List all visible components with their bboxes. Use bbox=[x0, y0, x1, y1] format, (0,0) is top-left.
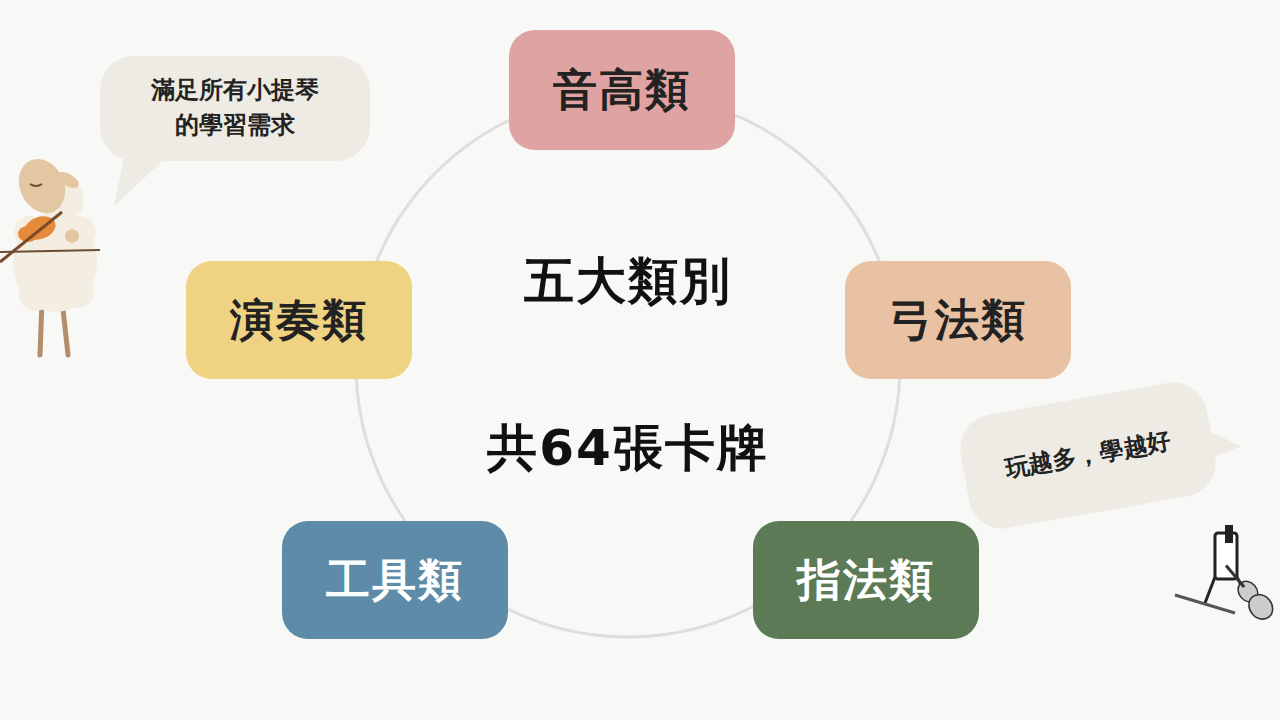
bubble-outline bbox=[100, 56, 370, 161]
bubble-text: 滿足所有小提琴 的學習需求 bbox=[135, 73, 335, 143]
category-box: 演奏類 bbox=[186, 261, 412, 379]
speech-bubble: 玩越多，學越好 bbox=[955, 377, 1221, 534]
category-box: 指法類 bbox=[753, 521, 979, 639]
category-label: 演奏類 bbox=[230, 291, 368, 350]
category-label: 弓法類 bbox=[889, 291, 1027, 350]
category-box: 工具類 bbox=[282, 521, 508, 639]
category-box: 弓法類 bbox=[845, 261, 1071, 379]
violin-doodle bbox=[1175, 525, 1278, 624]
sheep-violinist bbox=[0, 151, 100, 355]
category-label: 指法類 bbox=[797, 551, 935, 610]
speech-bubble: 滿足所有小提琴 的學習需求 bbox=[100, 56, 370, 161]
category-box: 音高類 bbox=[509, 30, 735, 150]
category-label: 音高類 bbox=[553, 61, 691, 120]
center-label: 五大類別 bbox=[524, 248, 732, 315]
center-label: 共64張卡牌 bbox=[487, 415, 769, 482]
category-label: 工具類 bbox=[326, 551, 464, 610]
